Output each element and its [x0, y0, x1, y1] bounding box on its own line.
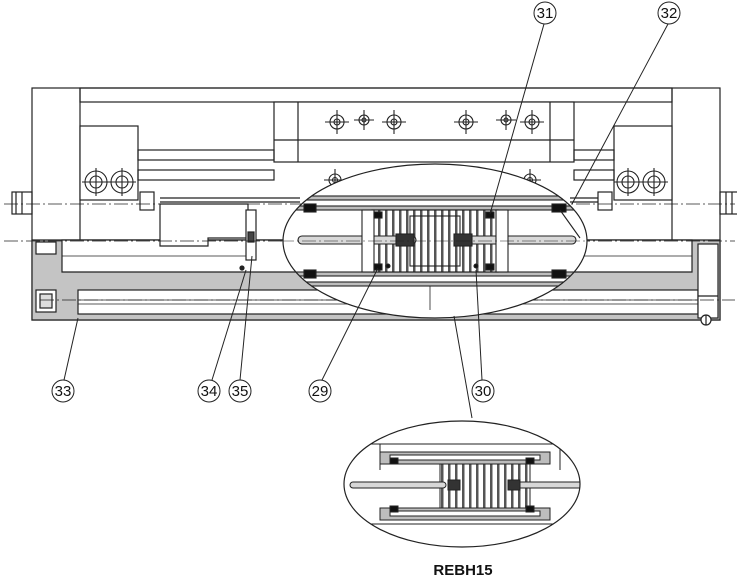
screw-icon — [454, 110, 478, 134]
svg-text:34: 34 — [201, 383, 218, 400]
callout-31: 31 — [533, 1, 557, 25]
svg-text:35: 35 — [232, 383, 249, 400]
svg-text:33: 33 — [55, 383, 72, 400]
svg-text:31: 31 — [537, 5, 554, 22]
screw-icon — [108, 168, 136, 196]
callouts — [63, 23, 669, 381]
screw-icon — [614, 168, 642, 196]
screw-icon — [325, 110, 349, 134]
carriage — [273, 101, 575, 163]
detail-view — [343, 420, 581, 548]
callout-30: 30 — [471, 379, 495, 403]
callout-29: 29 — [308, 379, 332, 403]
right-end-plug — [697, 243, 719, 319]
detail-caption: REBH15 — [433, 562, 492, 579]
callout-35: 35 — [228, 379, 252, 403]
detail-connector — [453, 315, 473, 419]
callout-33: 33 — [51, 379, 75, 403]
highlight-region — [280, 163, 590, 319]
callout-32: 32 — [657, 1, 681, 25]
screw-icon — [382, 110, 406, 134]
svg-text:30: 30 — [475, 383, 492, 400]
svg-text:29: 29 — [312, 383, 329, 400]
screw-icon — [496, 110, 516, 130]
callout-34: 34 — [197, 379, 221, 403]
detail-ellipse — [343, 420, 581, 548]
screw-icon — [82, 168, 110, 196]
screw-icon — [640, 168, 668, 196]
screw-icon — [520, 110, 544, 134]
svg-text:32: 32 — [661, 5, 678, 22]
right-bolt — [719, 191, 737, 215]
screw-icon — [354, 110, 374, 130]
